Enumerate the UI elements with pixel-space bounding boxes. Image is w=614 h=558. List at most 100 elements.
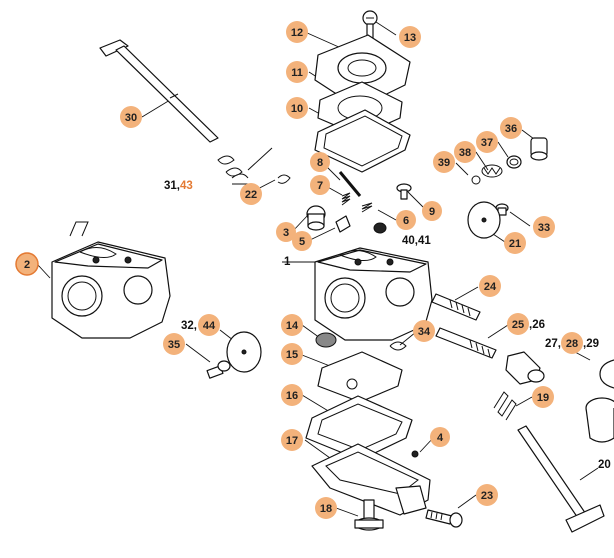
part-14-screen: [315, 332, 337, 348]
callout-3[interactable]: 3: [276, 222, 296, 242]
part-20-shaft: [517, 425, 605, 533]
text-labels: 31,43 40,41 1 ,26 27, ,29 32, 20: [164, 180, 611, 471]
part-36-plug: [530, 137, 548, 161]
callout-24[interactable]: 24: [479, 275, 501, 297]
callout-16[interactable]: 16: [281, 384, 303, 406]
label-32[interactable]: 32,: [181, 320, 197, 332]
callout-5[interactable]: 5: [292, 231, 312, 251]
callout-17[interactable]: 17: [281, 429, 303, 451]
callout-18-number: 18: [320, 503, 332, 515]
callout-36[interactable]: 36: [500, 117, 522, 139]
part-1-carburetor-body: [314, 247, 433, 341]
callout-6[interactable]: 6: [396, 210, 416, 230]
callout-39[interactable]: 39: [433, 151, 455, 173]
callout-2[interactable]: 2: [15, 252, 39, 276]
part-7-spring: [341, 192, 351, 206]
callout-44[interactable]: 44: [198, 314, 220, 336]
label-25-26-suffix[interactable]: ,26: [529, 319, 545, 331]
part-25-26-screw: [435, 327, 497, 359]
part-23-screw: [425, 509, 463, 528]
part-3-plug: [306, 205, 326, 231]
part-8-needle: [338, 171, 362, 197]
label-20[interactable]: 20: [598, 459, 611, 471]
callout-14[interactable]: 14: [281, 314, 303, 336]
callout-38[interactable]: 38: [454, 141, 476, 163]
part-19-spring: [493, 391, 517, 421]
callout-25[interactable]: 25: [507, 313, 529, 335]
callout-13-number: 13: [404, 32, 416, 44]
callout-4[interactable]: 4: [430, 427, 450, 447]
callout-7[interactable]: 7: [310, 175, 330, 195]
callout-12-number: 12: [291, 27, 303, 39]
callout-5-number: 5: [299, 236, 305, 248]
label-43-part: 43: [180, 180, 193, 192]
part-30-shaft: [99, 39, 219, 143]
callout-36-number: 36: [505, 123, 517, 135]
callout-19[interactable]: 19: [532, 386, 554, 408]
part-21-disc: [467, 201, 501, 239]
part-31-43-spring: [217, 147, 273, 179]
part-27-28-29-cap: [505, 351, 545, 385]
part-13-screw: [362, 10, 378, 39]
part-29-cap-partial: [599, 359, 614, 389]
callout-38-number: 38: [459, 147, 471, 159]
callout-6-number: 6: [403, 215, 409, 227]
part-34-clip: [389, 341, 407, 351]
callout-8[interactable]: 8: [310, 152, 330, 172]
callout-21[interactable]: 21: [504, 232, 526, 254]
callout-34-number: 34: [418, 326, 431, 338]
label-31-43[interactable]: 31,43: [164, 180, 193, 192]
part-24-screw: [431, 293, 481, 321]
leader-lines: [37, 21, 599, 517]
callout-34[interactable]: 34: [413, 320, 435, 342]
label-27[interactable]: 27,: [545, 338, 561, 350]
callout-9[interactable]: 9: [422, 201, 442, 221]
part-32-44-plate: [226, 331, 262, 373]
callout-37[interactable]: 37: [476, 131, 498, 153]
callout-14-number: 14: [286, 320, 299, 332]
part-39-ball: [471, 175, 481, 185]
callout-8-number: 8: [317, 157, 323, 169]
callout-35[interactable]: 35: [163, 333, 185, 355]
callout-3-number: 3: [283, 227, 289, 239]
part-16-gasket: [305, 395, 413, 461]
callout-28[interactable]: 28: [561, 332, 583, 354]
callout-10[interactable]: 10: [286, 97, 308, 119]
label-31-part: 31,: [164, 180, 180, 192]
part-40-41-fitting: [373, 222, 387, 234]
callout-24-number: 24: [484, 281, 497, 293]
callout-10-number: 10: [291, 103, 303, 115]
callout-30[interactable]: 30: [120, 106, 142, 128]
label-1[interactable]: 1: [284, 256, 291, 268]
part-18-screw: [354, 499, 384, 531]
label-40-41[interactable]: 40,41: [402, 235, 431, 247]
label-29[interactable]: ,29: [583, 338, 599, 350]
callout-badges: 12 13 11 10 30 36 37 38 39 8 7 9 22 6 3 …: [15, 21, 583, 519]
callout-44-number: 44: [203, 320, 216, 332]
callout-23[interactable]: 23: [476, 484, 498, 506]
callout-9-number: 9: [429, 206, 435, 218]
part-35-screw: [206, 360, 231, 379]
callout-22[interactable]: 22: [240, 183, 262, 205]
part-5-valve: [335, 215, 351, 233]
callout-33[interactable]: 33: [533, 216, 555, 238]
callout-18[interactable]: 18: [315, 497, 337, 519]
part-cup-partial: [585, 397, 614, 443]
callout-35-number: 35: [168, 339, 180, 351]
callout-7-number: 7: [317, 180, 323, 192]
callout-11[interactable]: 11: [286, 61, 308, 83]
callout-33-number: 33: [538, 222, 550, 234]
callout-12[interactable]: 12: [286, 21, 308, 43]
callout-30-number: 30: [125, 112, 137, 124]
part-6-spring: [361, 202, 373, 213]
callout-15[interactable]: 15: [281, 343, 303, 365]
callout-13[interactable]: 13: [399, 26, 421, 48]
callout-16-number: 16: [286, 390, 298, 402]
part-9-screw: [396, 183, 412, 200]
part-2-carburetor-body: [51, 221, 171, 339]
callout-15-number: 15: [286, 349, 298, 361]
part-4-ball: [411, 450, 419, 458]
part-15-diaphragm: [317, 351, 403, 403]
